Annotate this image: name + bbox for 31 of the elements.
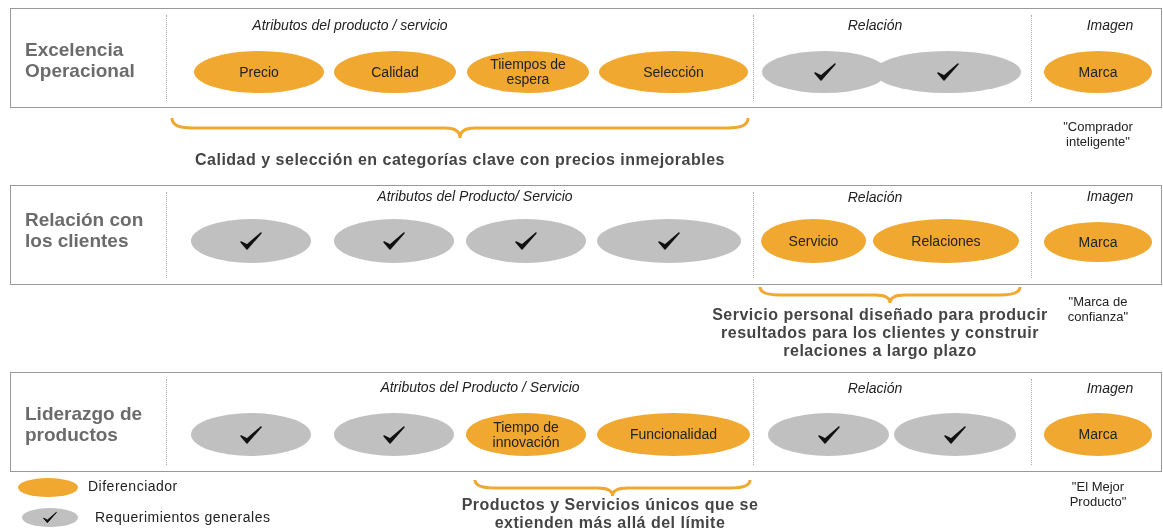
column-heading: Relación — [846, 17, 904, 33]
column-heading: Relación — [846, 189, 904, 205]
row-title: Relación con los clientes — [25, 209, 145, 251]
column-heading: Relación — [846, 380, 904, 396]
row-title: Excelencia Operacional — [25, 39, 136, 81]
column-heading: Imagen — [1085, 188, 1135, 204]
differentiator-ellipse: Calidad — [334, 51, 456, 93]
slogan-text: "El Mejor Producto" — [1068, 479, 1128, 509]
legend-text: Requerimientos generales — [95, 509, 271, 525]
differentiator-ellipse: Marca — [1044, 413, 1152, 456]
differentiator-ellipse: Tiempo de innovación — [466, 413, 586, 456]
column-heading: Imagen — [1085, 17, 1135, 33]
slogan-text: "Comprador inteligente" — [1062, 119, 1134, 149]
summary-text: Calidad y selección en categorías clave con precios inmejorables — [194, 151, 726, 169]
differentiator-ellipse: Servicio — [761, 219, 866, 263]
differentiator-ellipse: Selección — [599, 51, 748, 93]
differentiator-ellipse: Tiiempos de espera — [467, 51, 589, 93]
column-heading: Atributos del Producto / Servicio — [379, 379, 581, 395]
differentiator-ellipse: Precio — [194, 51, 324, 93]
differentiator-ellipse: Relaciones — [873, 219, 1019, 263]
row-title: Liderazgo de productos — [25, 403, 144, 445]
summary-text: Productos y Servicios únicos que se extienden más allá del límite — [460, 496, 760, 531]
differentiator-ellipse: Marca — [1044, 51, 1152, 93]
legend-text: Diferenciador — [88, 478, 178, 494]
column-heading: Atributos del Producto/ Servicio — [376, 188, 574, 204]
summary-text: Servicio personal diseñado para producir resultados para los clientes y construir relaciones a largo plazo — [711, 306, 1049, 360]
column-heading: Atributos del producto / servicio — [251, 17, 449, 33]
differentiator-ellipse: Marca — [1044, 222, 1152, 262]
slogan-text: "Marca de confianza" — [1066, 294, 1130, 324]
column-heading: Imagen — [1085, 380, 1135, 396]
differentiator-ellipse: Funcionalidad — [597, 413, 750, 456]
